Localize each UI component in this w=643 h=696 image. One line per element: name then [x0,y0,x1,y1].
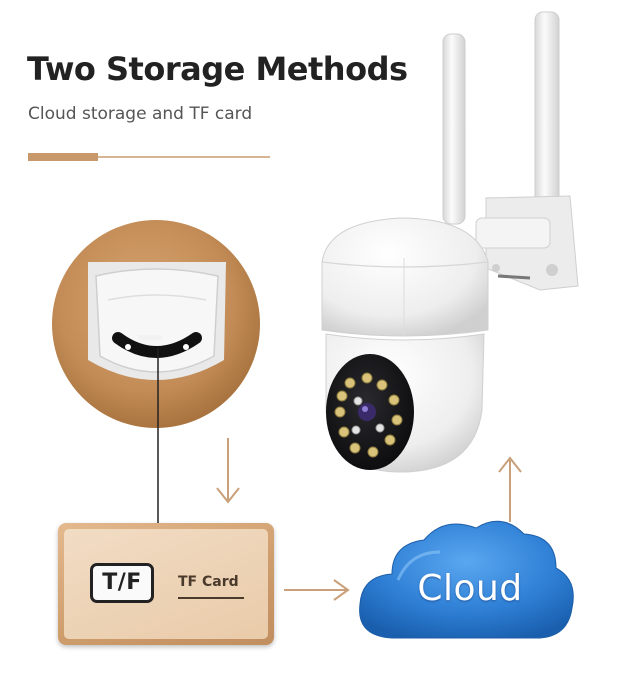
tf-card-underline [178,597,244,599]
security-camera [321,11,579,473]
page-subtitle: Cloud storage and TF card [28,104,253,124]
antenna-left [442,33,466,225]
accent-bar [28,153,98,161]
tf-slot-closeup [52,220,260,428]
tf-badge: T/F [90,563,154,603]
arrow-up-icon [498,456,522,522]
page-title: Two Storage Methods [27,50,408,88]
cloud-label: Cloud [417,568,523,609]
cloud-icon [359,520,574,639]
arrow-right-icon [284,579,350,601]
tf-card-inner: T/F TF Card [64,529,268,639]
tf-card-panel: T/F TF Card [58,523,274,645]
antenna-right [534,11,560,213]
accent-line [98,156,270,158]
arrow-down-icon [216,438,240,504]
tf-card-label: TF Card [178,574,239,590]
